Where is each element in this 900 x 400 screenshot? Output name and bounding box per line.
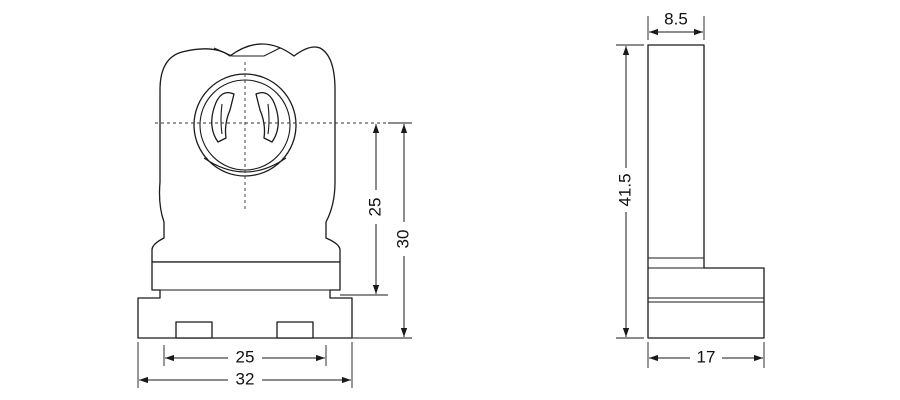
left-pin-recess — [175, 321, 213, 339]
left-slot-inner — [220, 103, 223, 135]
right-slot-inner — [267, 103, 270, 135]
side-view: 8.5 41.5 17 — [614, 9, 765, 368]
dim-label-side-thickness: 8.5 — [664, 9, 688, 28]
front-base-block — [137, 261, 353, 339]
right-contact-slot — [255, 91, 279, 143]
dim-label-bg-25h — [228, 348, 262, 368]
top-notch — [213, 47, 281, 57]
dim-label-front-height: 30 — [393, 230, 412, 249]
dim-label-center-to-base: 25 — [365, 198, 384, 217]
dim-label-side-base: 17 — [697, 347, 716, 366]
front-view: 25 30 25 32 — [137, 43, 416, 390]
right-pin-recess — [276, 321, 314, 339]
dim-label-pin-spacing: 25 — [236, 347, 255, 366]
dim-label-side-height: 41.5 — [615, 173, 634, 206]
dim-label-bg-17 — [690, 348, 722, 368]
dim-label-bg-25v — [364, 190, 388, 224]
dim-label-bg-32 — [228, 370, 262, 390]
dim-label-total-width: 32 — [236, 369, 255, 388]
dim-label-bg-41 — [614, 168, 638, 212]
dim-label-bg-30 — [392, 222, 416, 256]
left-contact-slot — [211, 91, 235, 143]
side-profile-outline — [647, 44, 765, 339]
